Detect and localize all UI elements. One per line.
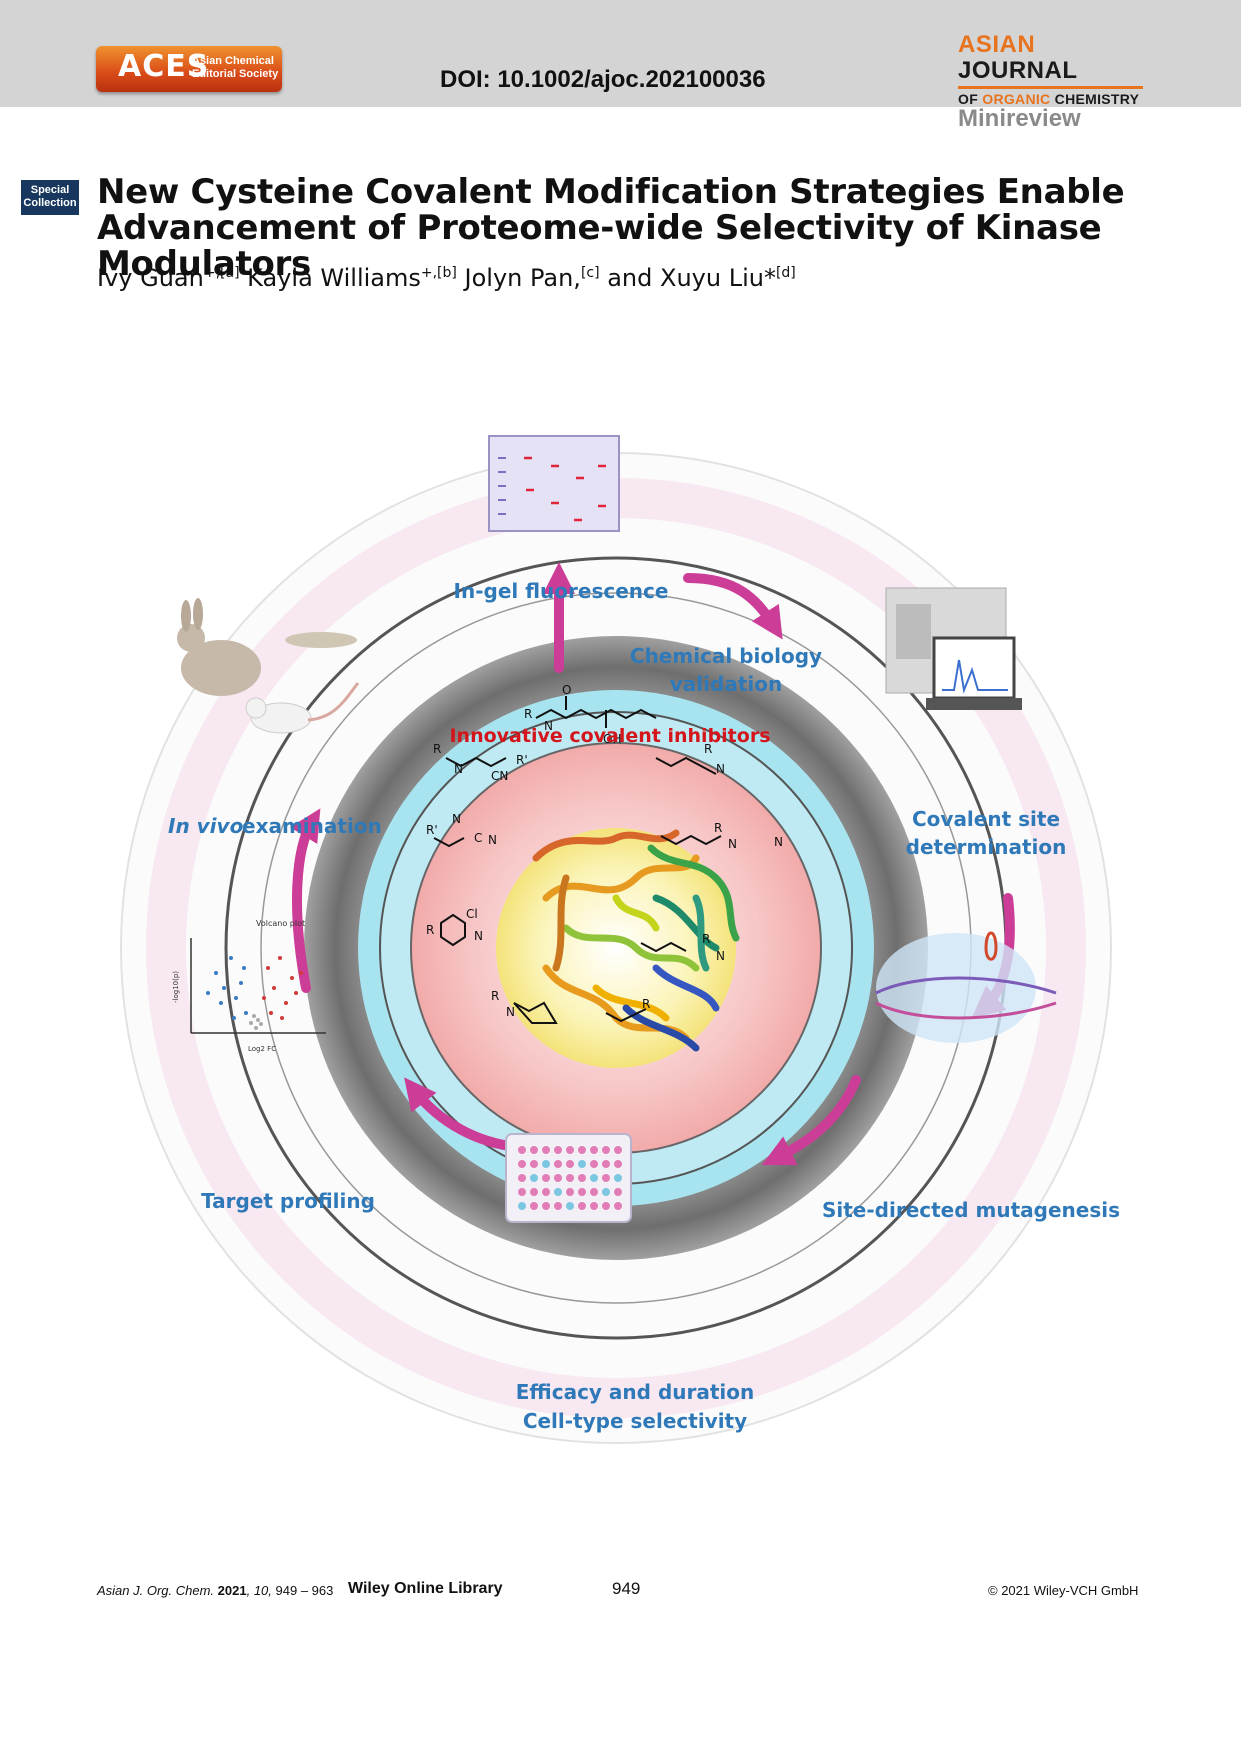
- svg-text:CN: CN: [491, 769, 508, 783]
- svg-text:R: R: [642, 997, 650, 1011]
- label-cell-type-selectivity: Cell-type selectivity: [523, 1409, 747, 1433]
- svg-text:N: N: [454, 762, 463, 776]
- svg-text:N: N: [488, 833, 497, 847]
- svg-text:R: R: [524, 707, 532, 721]
- svg-text:N: N: [506, 1005, 515, 1019]
- aces-logo-text: ACES: [118, 49, 210, 84]
- svg-text:O: O: [562, 683, 571, 697]
- label-efficacy-duration: Efficacy and duration: [516, 1380, 755, 1404]
- svg-text:R: R: [702, 932, 710, 946]
- label-in-vivo-rest: examination: [242, 814, 382, 838]
- label-covalent-site-1: Covalent site: [912, 807, 1060, 831]
- figure-labels: In-gel fluorescence Chemical biology val…: [168, 579, 1120, 1433]
- wiley-online-library-link[interactable]: Wiley Online Library: [348, 1580, 503, 1597]
- journal-word-journal: JOURNAL: [958, 57, 1078, 84]
- journal-word-chemistry: CHEMISTRY: [1054, 91, 1140, 107]
- aces-sub-line1: Asian Chemical: [192, 55, 274, 67]
- svg-text:R': R': [516, 753, 528, 767]
- svg-text:N: N: [728, 837, 737, 851]
- journal-word-asian: ASIAN: [958, 31, 1036, 58]
- author-name: Xuyu Liu*: [660, 264, 776, 292]
- footer-pages: 949 – 963: [275, 1583, 334, 1598]
- author-affiliation: +,[b]: [420, 265, 457, 281]
- volcano-xlabel: Log2 FC: [248, 1045, 276, 1053]
- badge-line1: Special: [30, 184, 70, 196]
- aces-logo: ACES Asian Chemical Editorial Society: [96, 46, 282, 92]
- label-chemical-biology-1: Chemical biology: [630, 644, 822, 668]
- footer-year: 2021: [217, 1583, 247, 1598]
- author-conjunction: and: [607, 264, 653, 292]
- animal-models-image: [177, 598, 360, 734]
- arrow-to-covalent-site: [683, 573, 783, 640]
- label-target-profiling: Target profiling: [201, 1189, 375, 1213]
- doi-link[interactable]: DOI: 10.1002/ajoc.202100036: [440, 66, 766, 93]
- journal-logo: ASIAN JOURNAL OF ORGANIC CHEMISTRY Minir…: [958, 32, 1158, 131]
- label-covalent-site-2: determination: [906, 835, 1067, 859]
- svg-text:N: N: [452, 812, 461, 826]
- aces-sub-line2: Editorial Society: [192, 68, 279, 80]
- svg-text:N: N: [716, 949, 725, 963]
- badge-line2: Collection: [23, 197, 77, 209]
- volcano-title: Volcano plot: [256, 919, 305, 928]
- label-in-gel-fluorescence: In-gel fluorescence: [454, 579, 669, 603]
- mass-spectrometer-image: [885, 587, 1022, 710]
- author-name: Kayla Williams: [247, 264, 421, 292]
- footer-volume: 10: [253, 1583, 269, 1598]
- volcano-ylabel: -log10(p): [172, 971, 180, 1003]
- page-header: ACES Asian Chemical Editorial Society DO…: [0, 0, 1241, 131]
- title-line2: Advancement of Proteome-wide Selectivity…: [97, 208, 1102, 284]
- mutagenesis-dna-image: [875, 931, 1057, 1043]
- svg-text:R: R: [714, 821, 722, 835]
- well-plate-image: [505, 1133, 632, 1223]
- page-number: 949: [612, 1579, 641, 1598]
- label-chemical-biology-2: validation: [670, 672, 782, 696]
- arrow-to-in-vivo: [289, 808, 321, 993]
- svg-text:N: N: [544, 719, 553, 733]
- kinase-protein-structure: [532, 829, 740, 1052]
- article-type: Minireview: [958, 105, 1081, 132]
- svg-text:Cl: Cl: [466, 907, 478, 921]
- svg-text:R: R: [704, 742, 712, 756]
- journal-logo-bar: [958, 86, 1143, 89]
- copyright: © 2021 Wiley-VCH GmbH: [988, 1583, 1139, 1598]
- svg-text:R: R: [433, 742, 441, 756]
- svg-text:R: R: [491, 989, 499, 1003]
- svg-text:C: C: [474, 831, 482, 845]
- svg-text:N: N: [774, 835, 783, 849]
- label-innovative-covalent-inhibitors: Innovative covalent inhibitors: [449, 725, 770, 747]
- journal-word-organic: ORGANIC: [982, 91, 1051, 107]
- svg-text:OH: OH: [603, 732, 621, 746]
- svg-text:R': R': [426, 823, 438, 837]
- svg-text:N: N: [716, 762, 725, 776]
- author-affiliation: +,[a]: [203, 265, 240, 281]
- volcano-plot-image: Volcano plot Log2 FC -log10(p): [172, 919, 326, 1053]
- special-collection-badge[interactable]: Special Collection: [21, 180, 79, 215]
- footer-citation: Asian J. Org. Chem. 2021, 10, 949 – 963: [97, 1583, 334, 1598]
- arrow-to-efficacy: [761, 1075, 861, 1166]
- article-title: New Cysteine Covalent Modification Strat…: [97, 174, 1217, 282]
- title-line1: New Cysteine Covalent Modification Strat…: [97, 172, 1125, 212]
- footer-journal-abbr: Asian J. Org. Chem.: [97, 1583, 215, 1598]
- author-name: Ivy Guan: [97, 264, 204, 292]
- author-affiliation: [d]: [775, 265, 796, 281]
- author-list: Ivy Guan+,[a] Kayla Williams+,[b] Jolyn …: [97, 264, 796, 292]
- author-name: Jolyn Pan,: [464, 264, 581, 292]
- label-site-directed-mutagenesis: Site-directed mutagenesis: [822, 1198, 1120, 1222]
- gel-image: [488, 435, 620, 532]
- author-affiliation: [c]: [580, 265, 600, 281]
- journal-word-of: OF: [958, 91, 979, 107]
- svg-text:N: N: [474, 929, 483, 943]
- covalent-warhead-structures: [433, 696, 722, 1024]
- label-in-vivo-italic: In vivo: [168, 814, 244, 838]
- svg-text:R: R: [426, 923, 434, 937]
- aces-logo-subtitle: Asian Chemical Editorial Society: [192, 55, 278, 81]
